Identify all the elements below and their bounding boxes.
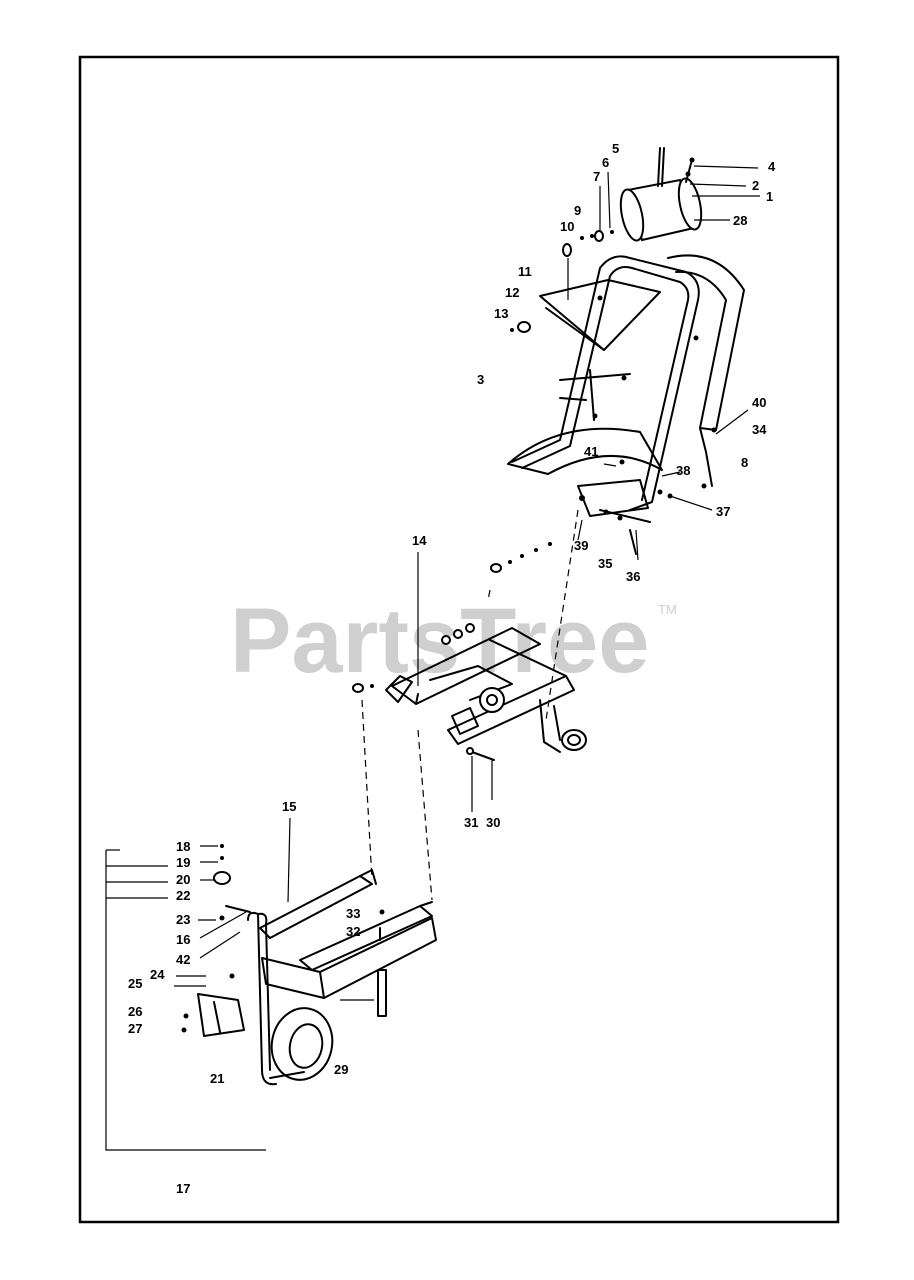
callout-21: 21 xyxy=(210,1071,224,1086)
callout-1: 1 xyxy=(766,189,773,204)
callout-40: 40 xyxy=(752,395,766,410)
callout-3: 3 xyxy=(477,372,484,387)
callout-8: 8 xyxy=(741,455,748,470)
callout-12: 12 xyxy=(505,285,519,300)
callout-7: 7 xyxy=(593,169,600,184)
callout-37: 37 xyxy=(716,504,730,519)
alignment-line-2 xyxy=(361,699,373,881)
callout-24: 24 xyxy=(150,967,165,982)
callout-31: 31 xyxy=(464,815,478,830)
callout-2: 2 xyxy=(752,178,759,193)
page-border xyxy=(78,55,840,1224)
handle-assembly xyxy=(507,147,745,555)
callout-35: 35 xyxy=(598,556,612,571)
callout-25: 25 xyxy=(128,976,142,991)
callout-39: 39 xyxy=(574,538,588,553)
callout-6: 6 xyxy=(602,155,609,170)
callout-19: 19 xyxy=(176,855,190,870)
callout-26: 26 xyxy=(128,1004,142,1019)
watermark-text: PartsTree xyxy=(230,590,649,692)
callout-36: 36 xyxy=(626,569,640,584)
callout-10: 10 xyxy=(560,219,574,234)
callout-42: 42 xyxy=(176,952,190,967)
callout-18: 18 xyxy=(176,839,190,854)
callout-30: 30 xyxy=(486,815,500,830)
callout-labels: 4 2 1 28 5 6 7 9 10 11 12 13 3 40 34 8 4… xyxy=(128,141,776,1196)
callout-41: 41 xyxy=(584,444,598,459)
alignment-line-3 xyxy=(417,729,433,901)
callout-5: 5 xyxy=(612,141,619,156)
callout-16: 16 xyxy=(176,932,190,947)
callout-13: 13 xyxy=(494,306,508,321)
alignment-line-4 xyxy=(487,589,491,601)
callout-28: 28 xyxy=(733,213,747,228)
callout-20: 20 xyxy=(176,872,190,887)
callout-29: 29 xyxy=(334,1062,348,1077)
weight-cylinder xyxy=(619,147,703,242)
callout-27: 27 xyxy=(128,1021,142,1036)
callout-14: 14 xyxy=(412,533,427,548)
leader-lines xyxy=(417,165,760,686)
callout-38: 38 xyxy=(676,463,690,478)
callout-11: 11 xyxy=(518,264,532,279)
callout-22: 22 xyxy=(176,888,190,903)
callout-4: 4 xyxy=(768,159,776,174)
watermark-trademark: TM xyxy=(658,602,677,617)
callout-15: 15 xyxy=(282,799,296,814)
callout-33: 33 xyxy=(346,906,360,921)
callout-34: 34 xyxy=(752,422,767,437)
callout-17: 17 xyxy=(176,1181,190,1196)
callout-32: 32 xyxy=(346,924,360,939)
callout-23: 23 xyxy=(176,912,190,927)
callout-9: 9 xyxy=(574,203,581,218)
frame-assembly xyxy=(352,542,587,812)
cart-assembly xyxy=(105,817,437,1151)
